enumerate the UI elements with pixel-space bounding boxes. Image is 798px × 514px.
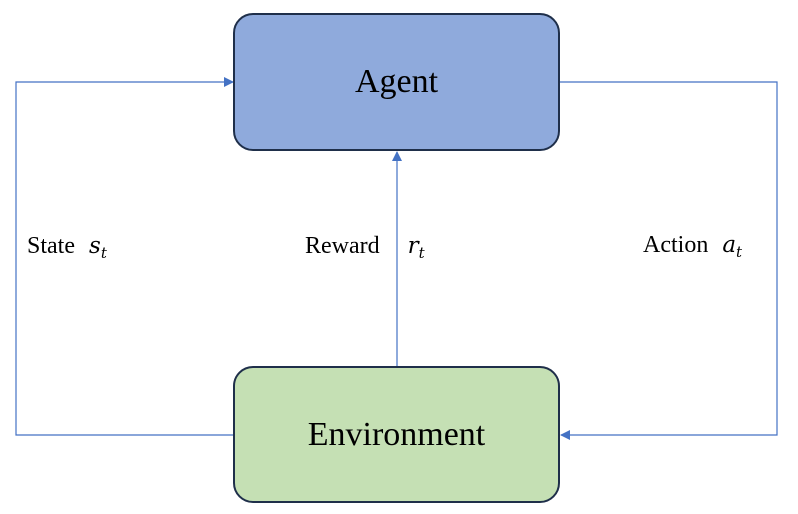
environment-node-label: Environment [307, 415, 486, 453]
reward-subscript: t [418, 244, 425, 262]
state-connector [15, 77, 234, 436]
reward-edge-label: Reward rt [305, 234, 425, 261]
state-label-text: State [27, 233, 75, 259]
action-subscript: t [736, 243, 743, 261]
agent-node-label: Agent [354, 63, 439, 100]
state-variable: st [89, 235, 107, 261]
reward-variable: rt [408, 235, 425, 261]
environment-node: Environment [233, 366, 560, 503]
state-symbol: s [89, 233, 101, 259]
reward-symbol: r [407, 233, 419, 259]
action-symbol: a [722, 232, 737, 258]
agent-node: Agent [233, 13, 560, 151]
action-label-text: Action [643, 232, 709, 258]
action-connector [560, 81, 778, 440]
state-subscript: t [100, 244, 107, 262]
action-variable: at [722, 234, 742, 260]
reward-label-text: Reward [305, 233, 380, 259]
